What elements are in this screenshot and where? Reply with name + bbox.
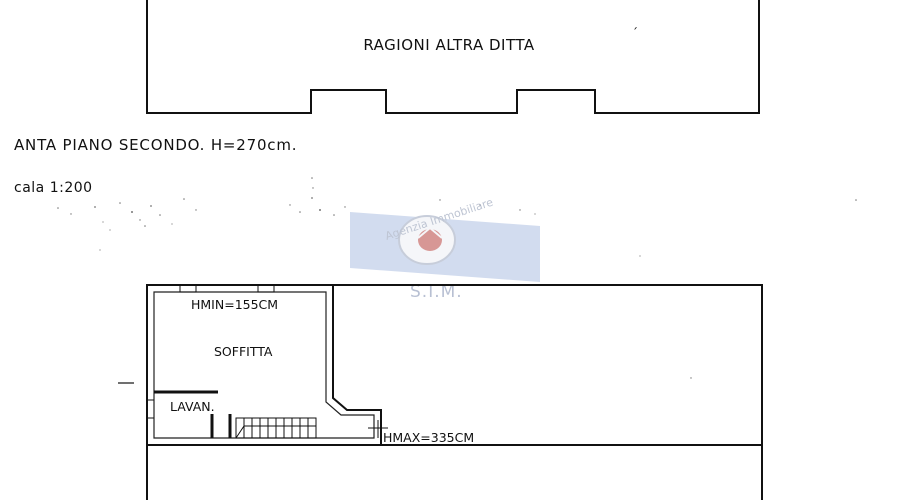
floor-caption: ANTA PIANO SECONDO. H=270cm. bbox=[14, 136, 297, 154]
attic-label: SOFFITTA bbox=[214, 344, 273, 359]
tick-mark: ˊ bbox=[632, 26, 638, 40]
lower-building-outline bbox=[146, 284, 763, 500]
upper-building-outline bbox=[146, 0, 760, 114]
window-mark bbox=[257, 284, 275, 293]
hmax-label: HMAX=335CM bbox=[383, 430, 474, 445]
stair-icon bbox=[235, 417, 317, 439]
upper-room-label: RAGIONI ALTRA DITTA bbox=[363, 36, 535, 54]
hmin-label: HMIN=155CM bbox=[191, 297, 278, 312]
scan-noise bbox=[57, 177, 857, 379]
watermark-house-icon bbox=[418, 229, 442, 251]
watermark-brand-text: S.I.M. bbox=[410, 282, 463, 302]
agency-watermark: Agenzia Immobiliare S.I.M. bbox=[350, 196, 540, 302]
watermark-roof-icon bbox=[417, 226, 443, 239]
scale-caption: cala 1:200 bbox=[14, 180, 93, 196]
attic-inner-wall bbox=[153, 291, 375, 439]
watermark-seal bbox=[398, 215, 456, 265]
laundry-label: LAVAN. bbox=[170, 399, 215, 414]
window-mark bbox=[179, 284, 197, 293]
attic-outer-wall bbox=[332, 285, 382, 445]
